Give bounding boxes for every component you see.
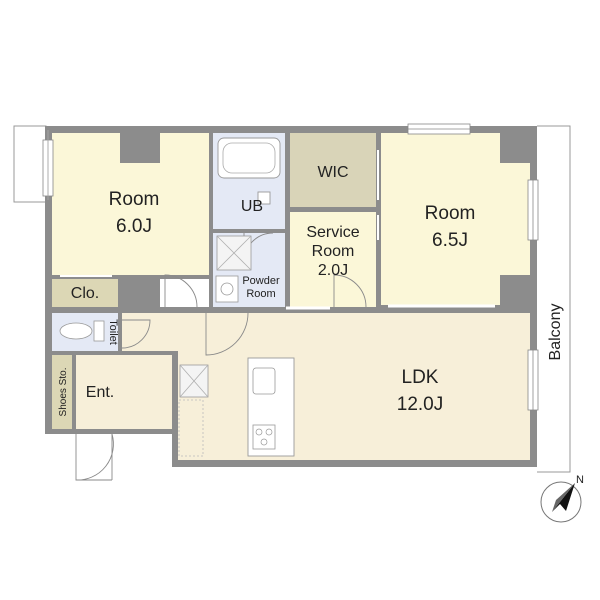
entrance-label: Ent. [86,384,114,401]
toilet-label: Toilet [107,319,119,345]
room-east-name: Room [425,203,476,224]
room-east-size: 6.5J [432,230,468,251]
wic-label: WIC [317,164,348,181]
ldk-area [178,313,530,460]
powder-room-line1: Powder [242,275,280,287]
room-west-size: 6.0J [116,216,152,237]
service-room-line2: Room [312,243,355,260]
stove-icon [252,424,276,450]
service-room-line1: Service [306,224,359,241]
west-window-box [13,125,47,203]
bathtub-icon [217,137,281,179]
kitchen-counter-icon [247,357,295,457]
balcony-label: Balcony [547,304,564,361]
compass-icon: N [540,474,584,523]
room-west-name: Room [109,189,160,210]
toilet-bowl-icon [59,322,93,340]
service-room-size: 2.0J [318,262,348,279]
ldk-name: LDK [402,367,439,388]
wic-area [290,133,376,207]
wash-basin-icon [215,275,239,303]
walls [45,126,537,467]
powder-room-line2: Room [246,288,275,300]
ldk-size: 12.0J [397,394,443,415]
fixtures [47,130,295,457]
shoes-storage-area [52,355,72,429]
kitchen-sink-icon [252,367,276,395]
service-room-area [290,212,376,310]
closet-label: Clo. [71,285,99,302]
compass-north-label: N [576,474,584,486]
shoes-storage-label: Shoes Sto. [58,368,69,417]
ub-label: UB [241,198,263,215]
closet-area [52,279,118,307]
entrance-area [76,355,172,429]
balcony [537,125,571,473]
